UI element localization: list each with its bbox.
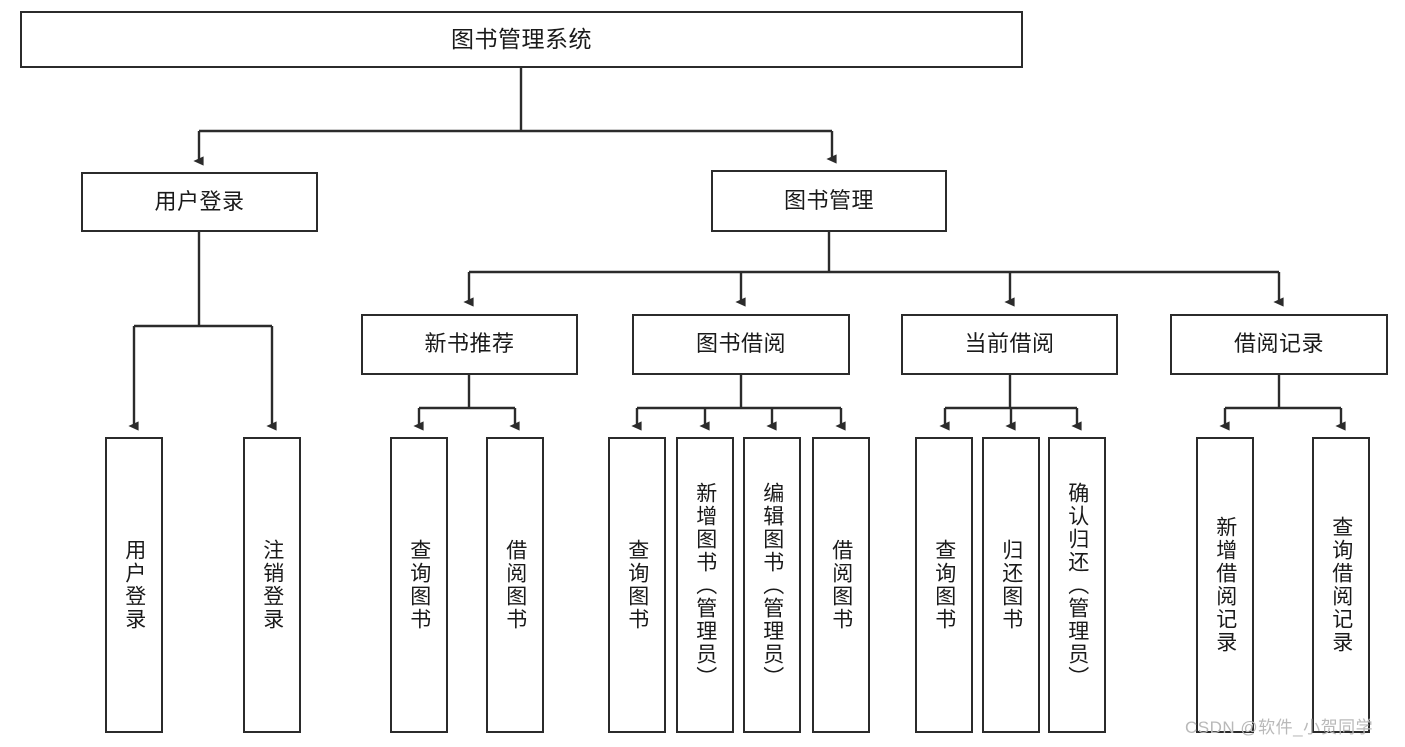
node-label: 新增图书（管理员）: [693, 481, 717, 689]
node-root-book-management-system[interactable]: 图书管理系统: [20, 11, 1023, 68]
node-borrow-record[interactable]: 借阅记录: [1170, 314, 1388, 375]
leaf-add-borrow-record[interactable]: 新增借阅记录: [1196, 437, 1254, 733]
node-label: 查询图书: [407, 539, 431, 631]
leaf-return-book[interactable]: 归还图书: [982, 437, 1040, 733]
node-label: 新书推荐: [424, 331, 515, 357]
node-label: 注销登录: [260, 539, 284, 631]
node-label: 借阅图书: [503, 539, 527, 631]
node-user-login[interactable]: 用户登录: [81, 172, 318, 232]
leaf-edit-book-admin[interactable]: 编辑图书（管理员）: [743, 437, 801, 733]
node-label: 查询借阅记录: [1329, 516, 1353, 654]
node-label: 图书管理: [783, 187, 874, 213]
node-label: 确认归还（管理员）: [1065, 481, 1089, 689]
node-label: 查询图书: [625, 539, 649, 631]
node-label: 新增借阅记录: [1213, 516, 1237, 654]
leaf-borrow-book-recommend[interactable]: 借阅图书: [486, 437, 544, 733]
node-label: 归还图书: [999, 539, 1023, 631]
watermark-text: CSDN @软件_小贺同学: [1185, 718, 1374, 737]
node-label: 图书借阅: [695, 331, 786, 357]
leaf-query-borrow-record[interactable]: 查询借阅记录: [1312, 437, 1370, 733]
leaf-user-login[interactable]: 用户登录: [105, 437, 163, 733]
node-label: 图书管理系统: [451, 25, 592, 52]
leaf-add-book-admin[interactable]: 新增图书（管理员）: [676, 437, 734, 733]
node-label: 当前借阅: [964, 331, 1055, 357]
node-new-book-recommend[interactable]: 新书推荐: [361, 314, 578, 375]
leaf-query-book-recommend[interactable]: 查询图书: [390, 437, 448, 733]
node-label: 用户登录: [122, 539, 146, 631]
leaf-query-book-borrow[interactable]: 查询图书: [608, 437, 666, 733]
node-label: 编辑图书（管理员）: [760, 481, 784, 689]
leaf-confirm-return-admin[interactable]: 确认归还（管理员）: [1048, 437, 1106, 733]
node-label: 查询图书: [932, 539, 956, 631]
node-book-management[interactable]: 图书管理: [711, 170, 947, 232]
node-label: 借阅记录: [1233, 331, 1324, 357]
node-label: 借阅图书: [829, 539, 853, 631]
node-current-borrow[interactable]: 当前借阅: [901, 314, 1118, 375]
leaf-logout-login[interactable]: 注销登录: [243, 437, 301, 733]
leaf-borrow-book[interactable]: 借阅图书: [812, 437, 870, 733]
node-book-borrow[interactable]: 图书借阅: [632, 314, 850, 375]
leaf-query-book-current[interactable]: 查询图书: [915, 437, 973, 733]
node-label: 用户登录: [154, 188, 245, 214]
